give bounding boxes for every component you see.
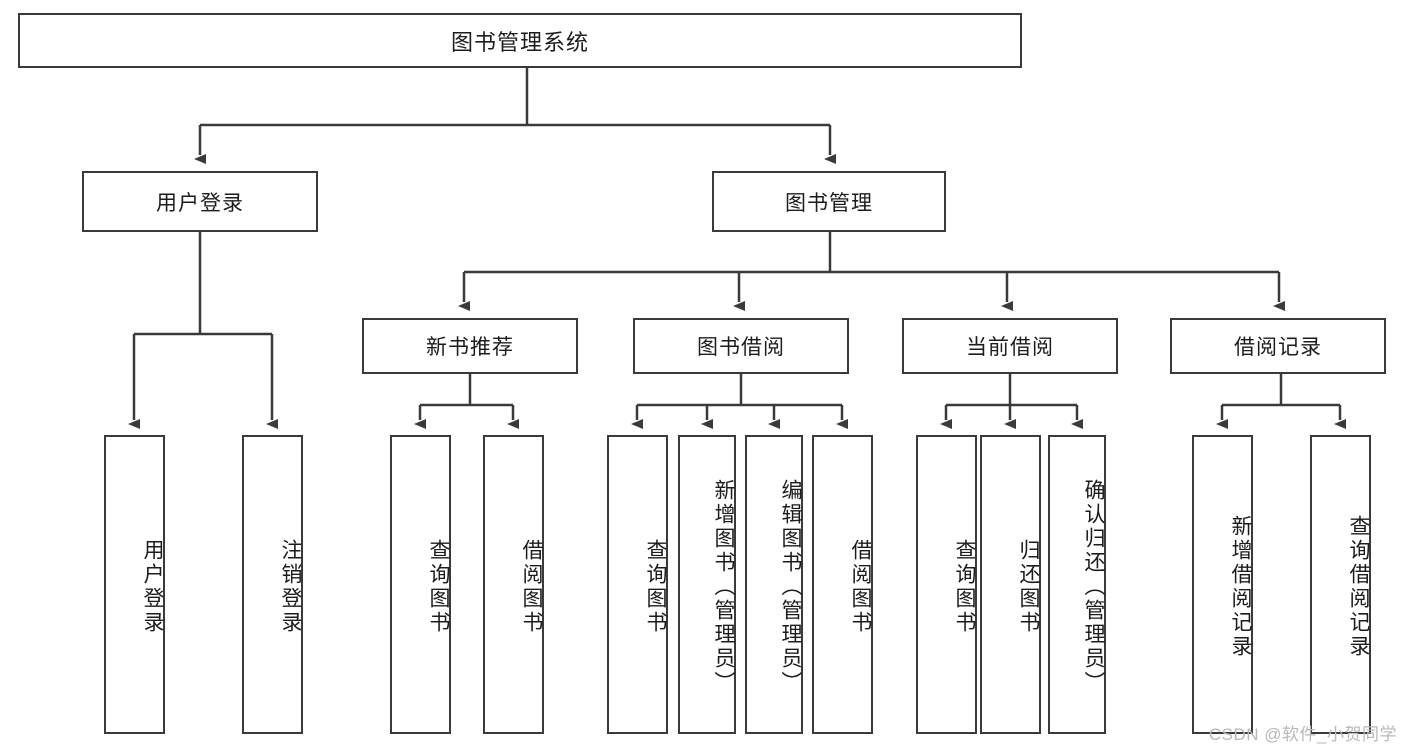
node-leaf-logout[interactable]: 注销登录 <box>242 435 303 734</box>
node-leaf-query-book-recommend[interactable]: 查询图书 <box>390 435 451 734</box>
node-leaf-borrow-book-recommend[interactable]: 借阅图书 <box>483 435 544 734</box>
node-leaf-edit-book[interactable]: 编辑图书（管理员） <box>745 435 803 734</box>
node-root[interactable]: 图书管理系统 <box>18 13 1022 68</box>
node-leaf-user-login-label: 用户登录 <box>141 538 164 635</box>
node-leaf-confirm-return[interactable]: 确认归还（管理员） <box>1048 435 1106 734</box>
node-leaf-edit-book-label: 编辑图书（管理员） <box>779 478 802 695</box>
node-book-manage[interactable]: 图书管理 <box>712 171 946 232</box>
node-leaf-return-book-label: 归还图书 <box>1017 538 1040 635</box>
node-leaf-query-record-label: 查询借阅记录 <box>1347 514 1370 659</box>
node-leaf-logout-label: 注销登录 <box>279 538 302 635</box>
csdn-watermark: CSDN @软件_小贺同学 <box>1208 725 1397 744</box>
node-leaf-add-record-label: 新增借阅记录 <box>1229 514 1252 659</box>
node-leaf-borrow-book[interactable]: 借阅图书 <box>812 435 873 734</box>
node-leaf-confirm-return-label: 确认归还（管理员） <box>1082 478 1105 695</box>
node-leaf-query-book-current[interactable]: 查询图书 <box>916 435 977 734</box>
node-root-label: 图书管理系统 <box>450 29 589 55</box>
node-leaf-borrow-book-label: 借阅图书 <box>849 538 872 635</box>
node-user-login-label: 用户登录 <box>156 191 244 215</box>
node-leaf-return-book[interactable]: 归还图书 <box>980 435 1041 734</box>
node-leaf-query-book-borrow-label: 查询图书 <box>644 538 667 635</box>
node-current-borrow[interactable]: 当前借阅 <box>902 318 1118 374</box>
node-leaf-borrow-book-recommend-label: 借阅图书 <box>520 538 543 635</box>
node-current-borrow-label: 当前借阅 <box>966 336 1054 359</box>
node-leaf-add-book-label: 新增图书（管理员） <box>712 478 735 695</box>
node-book-manage-label: 图书管理 <box>785 191 873 215</box>
node-book-borrow-label: 图书借阅 <box>697 336 785 359</box>
node-leaf-query-book-recommend-label: 查询图书 <box>427 538 450 635</box>
node-borrow-record[interactable]: 借阅记录 <box>1170 318 1386 374</box>
node-leaf-query-book-borrow[interactable]: 查询图书 <box>607 435 668 734</box>
node-new-book-recommend[interactable]: 新书推荐 <box>362 318 578 374</box>
node-user-login[interactable]: 用户登录 <box>82 171 318 232</box>
node-leaf-add-book[interactable]: 新增图书（管理员） <box>678 435 736 734</box>
node-book-borrow[interactable]: 图书借阅 <box>633 318 849 374</box>
node-leaf-user-login[interactable]: 用户登录 <box>104 435 165 734</box>
node-new-book-recommend-label: 新书推荐 <box>426 336 514 359</box>
node-leaf-query-record[interactable]: 查询借阅记录 <box>1310 435 1371 734</box>
node-leaf-add-record[interactable]: 新增借阅记录 <box>1192 435 1253 734</box>
node-leaf-query-book-current-label: 查询图书 <box>953 538 976 635</box>
node-borrow-record-label: 借阅记录 <box>1234 336 1322 359</box>
